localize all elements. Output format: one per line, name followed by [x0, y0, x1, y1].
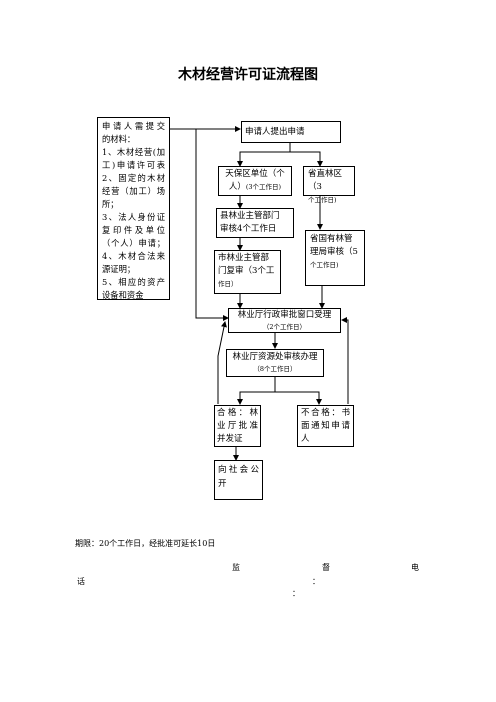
shengzhi-label: 省直林区（3 [308, 169, 343, 192]
supervise-colon-2: ： [292, 589, 300, 598]
tianbao-days: (3个工作日) [245, 183, 282, 191]
resource-node: 林业厅资源处审核办理 （8个工作日） [226, 349, 324, 377]
shengzhi-node: 省直林区（3 个工作日) [303, 166, 355, 204]
requirement-line: 2、固定的木材 [102, 173, 165, 183]
arrow-fail-feedback-to-window [341, 317, 349, 404]
county-node: 县林业主管部门 审核4个工作日 [216, 208, 294, 238]
supervise-char-1: 监 [232, 563, 240, 572]
city-label-b: 门复审（3个工 [218, 266, 275, 276]
apply-label: 申请人提出申请 [245, 127, 305, 137]
requirement-line: 经营（加工）场 [102, 186, 165, 196]
state-forest-label-b: 理局审核（5 [310, 247, 358, 257]
state-forest-days: 个工作日) [310, 261, 339, 269]
resource-days: （8个工作日） [253, 365, 297, 373]
requirement-line: 3、法人身份证 [102, 212, 165, 222]
arrow-apply-to-shengzhi [290, 151, 323, 167]
publish-label: 向社会公开 [218, 465, 259, 489]
shengzhi-days: 个工作日) [308, 196, 337, 204]
tianbao-label-b: 人） [228, 182, 246, 192]
requirement-line: 4、木材合法来 [102, 251, 165, 261]
city-node: 市林业主管部 门复审（3个工 作日） [214, 250, 281, 294]
requirement-line: 源证明； [102, 264, 136, 274]
requirement-line: 5、相应的资产 [102, 277, 165, 287]
pass-label: 合格：林业厅批准并发证 [217, 408, 258, 444]
requirement-line: 申请人需提交 [102, 121, 165, 131]
requirement-line: 工)申请许可表 [102, 160, 165, 170]
requirement-line: （个人）申请； [102, 238, 165, 248]
apply-node: 申请人提出申请 [241, 121, 341, 143]
state-forest-label-a: 省国有林管 [310, 234, 353, 244]
window-label: 林业厅行政审批窗口受理 [237, 310, 332, 320]
arrow-apply-to-tianbao [237, 143, 291, 167]
supervise-char-4: 话 [77, 577, 85, 586]
city-days: 作日） [218, 280, 238, 288]
publish-node: 向社会公开 [214, 460, 263, 500]
pass-node: 合格：林业厅批准并发证 [214, 405, 261, 447]
supervise-char-3: 电 [411, 563, 419, 572]
tianbao-label-a: 天保区单位（个 [225, 169, 285, 179]
resource-label: 林业厅资源处审核办理 [232, 352, 318, 362]
window-node: 林业厅行政审批窗口受理 （2个工作日） [228, 308, 341, 333]
requirements-box: 申请人需提交 的材料： 1、木材经营(加 工)申请许可表 2、固定的木材 经营（… [97, 117, 170, 300]
tianbao-line-b: 人）(3个工作日) [221, 181, 289, 194]
arrow-pass-feedback-to-window [217, 321, 227, 404]
arrow-resource-to-pass [237, 377, 276, 405]
state-forest-node: 省国有林管 理局审核（5 个工作日) [305, 230, 365, 286]
requirement-line: 1、木材经营(加 [102, 147, 165, 157]
period-note: 期限：20个工作日，经批准可延长10日 [75, 539, 216, 548]
fail-label: 不合格：书面通知申请人 [301, 408, 350, 444]
window-days: （2个工作日） [262, 323, 307, 331]
tianbao-node: 天保区单位（个 人）(3个工作日) [218, 166, 292, 196]
county-label-b: 审核4个工作日 [220, 224, 277, 234]
county-label-a: 县林业主管部门 [220, 211, 280, 221]
requirement-line: 所； [102, 199, 119, 209]
fail-node: 不合格：书面通知申请人 [297, 405, 354, 447]
requirement-line: 的材料： [102, 134, 136, 144]
supervise-char-2: 督 [322, 563, 330, 572]
requirement-line: 设备和资金 [102, 290, 144, 300]
supervise-colon-1: ： [312, 577, 320, 586]
arrow-requirements-to-window [195, 129, 229, 321]
arrow-resource-to-fail [275, 391, 322, 405]
city-label-a: 市林业主管部 [218, 253, 270, 263]
requirement-line: 复印件及单位 [102, 225, 165, 235]
page-title: 木材经营许可证流程图 [178, 67, 318, 83]
